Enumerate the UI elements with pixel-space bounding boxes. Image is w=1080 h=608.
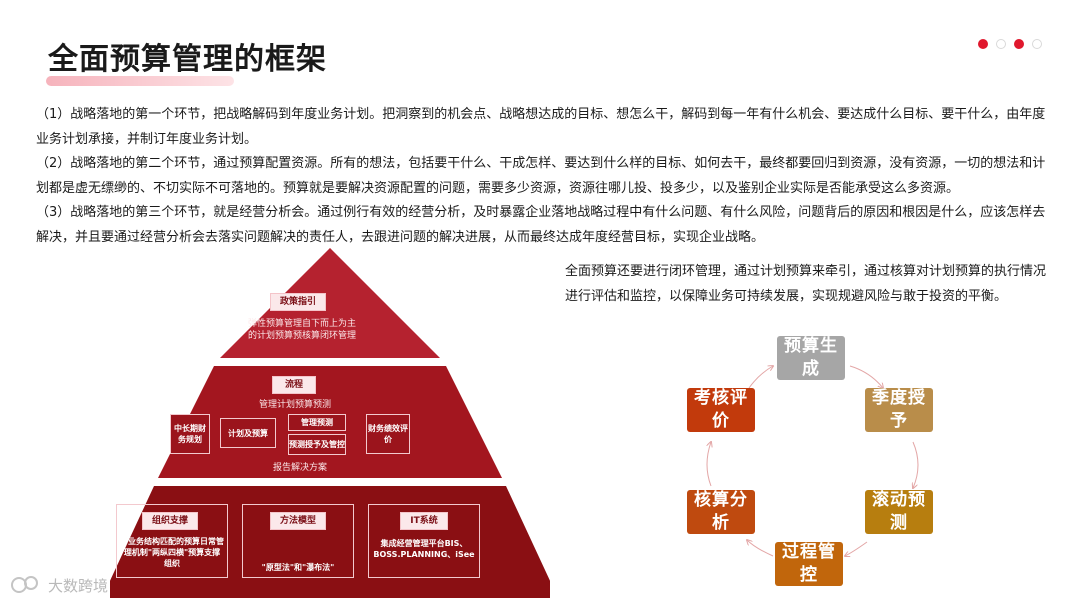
process-step: 管理预测 — [288, 414, 346, 431]
cycle-node-budget-generation: 预算生成 — [777, 336, 845, 380]
tier-tag: 组织支撑 — [142, 512, 198, 530]
paragraph: （3）战略落地的第三个环节，就是经营分析会。通过例行有效的经营分析，及时暴露企业… — [36, 205, 1046, 245]
cycle-arrow — [748, 366, 773, 389]
cycle-node-assessment: 考核评价 — [687, 388, 755, 432]
indicator-dot — [996, 39, 1006, 49]
pyramid-tier-1 — [220, 248, 440, 358]
title-underline — [46, 76, 234, 86]
body-text: （1）战略落地的第一个环节，把战略解码到年度业务计划。把洞察到的机会点、战略想达… — [36, 103, 1046, 250]
cycle-node-accounting-analysis: 核算分析 — [687, 490, 755, 534]
watermark: 大数跨境 — [10, 574, 108, 596]
process-step: 计划及预算 — [220, 418, 276, 448]
page-title: 全面预算管理的框架 — [48, 42, 327, 77]
indicator-dot — [1032, 39, 1042, 49]
cycle-node-process-control: 过程管控 — [775, 542, 843, 586]
cycle-arrows — [706, 330, 919, 600]
cycle-arrow — [845, 541, 868, 556]
budget-pyramid: 政策指引 弹性预算管理自下而上为主的计划预算预核算闭环管理 流程 管理计划预算预… — [110, 248, 550, 598]
slide-indicator — [978, 39, 1042, 49]
cycle-arrow — [849, 365, 883, 388]
paragraph: （1）战略落地的第一个环节，把战略解码到年度业务计划。把洞察到的机会点、战略想达… — [36, 107, 1046, 147]
paragraph: （2）战略落地的第二个环节，通过预算配置资源。所有的想法，包括要干什么、干成怎样… — [36, 156, 1046, 196]
tier-tag: 政策指引 — [270, 293, 326, 311]
tier-subtitle: 管理计划预算预测 — [258, 400, 331, 410]
indicator-dot — [978, 39, 988, 49]
foundation-column — [242, 504, 354, 578]
foundation-column — [116, 504, 228, 578]
tier-text: 弹性预算管理自下而上为主的计划预算预核算闭环管理 — [248, 319, 357, 341]
logo-icon — [11, 576, 38, 593]
side-note: 全面预算还要进行闭环管理，通过计划预算来牵引，通过核算对计划预算的执行情况进行评… — [565, 264, 1047, 304]
indicator-dot — [1014, 39, 1024, 49]
cycle-node-quarterly-grant: 季度授予 — [865, 388, 933, 432]
cycle-arrow — [706, 442, 711, 487]
tier-tag: 方法模型 — [270, 512, 326, 530]
cycle-node-rolling-forecast: 滚动预测 — [865, 490, 933, 534]
column-text: 集成经营管理平台BIS、BOSS.PLANNING、iSee — [373, 539, 475, 559]
closed-loop-cycle: 预算生成 季度授予 滚动预测 过程管控 核算分析 考核评价 — [655, 330, 955, 600]
tier-tag: 流程 — [272, 376, 316, 394]
column-text: "原型法"和"瀑布法" — [261, 563, 335, 572]
process-step: 中长期财务规划 — [170, 414, 210, 454]
column-text: 与业务结构匹配的预算日常管理机制"两纵四横"预算支撑组织 — [120, 537, 224, 568]
process-step: 财务绩效评价 — [366, 414, 410, 454]
tier-footer: 报告解决方案 — [272, 463, 327, 473]
watermark-text: 大数跨境 — [48, 576, 109, 595]
foundation-column — [368, 504, 480, 578]
process-step: 预测授予及管控 — [288, 434, 346, 455]
cycle-arrow — [747, 540, 774, 557]
cycle-arrow — [913, 441, 919, 488]
tier-tag: IT系统 — [400, 512, 448, 530]
